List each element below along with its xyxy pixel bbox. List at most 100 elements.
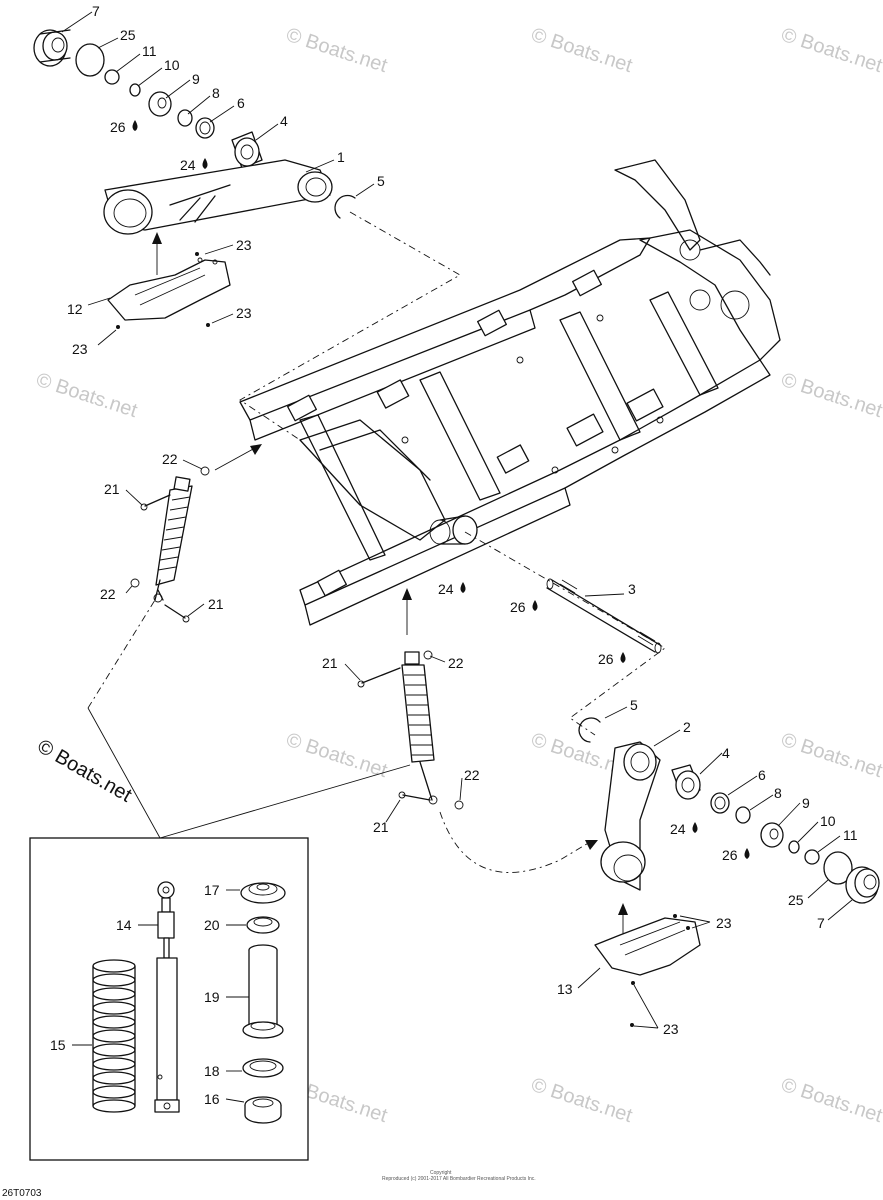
right-shock-absorber [401, 651, 438, 805]
hub-cap [33, 29, 71, 67]
flange [760, 822, 784, 848]
callout-22: 22 [464, 767, 480, 783]
callout-23: 23 [236, 237, 252, 253]
washer [129, 83, 141, 97]
bearing [671, 764, 701, 800]
swing-arm-guard [594, 917, 701, 976]
callout-15: 15 [50, 1037, 66, 1053]
circlip [334, 194, 356, 219]
callout-8: 8 [774, 785, 782, 801]
watermark: © Boats.net [778, 24, 883, 77]
callout-7: 7 [92, 3, 100, 19]
hub-cap [845, 866, 880, 904]
callout-26: 26 [598, 651, 614, 667]
shock-exploded-inset [29, 837, 309, 1161]
drop-icon [744, 848, 750, 859]
callout-7: 7 [817, 915, 825, 931]
callout-21: 21 [373, 819, 389, 835]
callout-8: 8 [212, 85, 220, 101]
spring-retainer [240, 882, 286, 904]
dust-boot [242, 944, 284, 1039]
watermark: © Boats.net [778, 1074, 883, 1127]
callout-26: 26 [110, 119, 126, 135]
callout-19: 19 [204, 989, 220, 1005]
callout-12: 12 [67, 301, 83, 317]
watermark: © Boats.net [283, 24, 390, 77]
callout-23: 23 [716, 915, 732, 931]
bearing [231, 131, 263, 169]
callout-4: 4 [280, 113, 288, 129]
callout-2: 2 [683, 719, 691, 735]
callout-24: 24 [670, 821, 686, 837]
callout-21: 21 [322, 655, 338, 671]
preload-adjuster [244, 1096, 282, 1124]
callout-3: 3 [628, 581, 636, 597]
spacer-ring [242, 1058, 284, 1078]
callout-17: 17 [204, 882, 220, 898]
nut [104, 69, 120, 85]
flange [148, 91, 172, 117]
callout-24: 24 [180, 157, 196, 173]
callout-23: 23 [663, 1021, 679, 1037]
watermark: © Boats.net [778, 369, 883, 422]
callout-23: 23 [72, 341, 88, 357]
copyright-title: Copyright [430, 1170, 452, 1176]
callout-10: 10 [164, 57, 180, 73]
callout-16: 16 [204, 1091, 220, 1107]
drop-icon [202, 158, 208, 169]
washer [788, 840, 800, 854]
coil-spring [92, 959, 136, 1113]
diagram-code: 26T0703 [2, 1188, 42, 1199]
callout-4: 4 [722, 745, 730, 761]
callout-14: 14 [116, 917, 132, 933]
circlip [578, 717, 601, 743]
drop-icon [532, 600, 538, 611]
seal [735, 806, 751, 824]
bump-stop-cup [246, 916, 280, 934]
leader-lines [61, 11, 853, 1103]
callout-labels: 7 25 11 10 9 8 6 4 1 5 26 24 23 12 23 23… [50, 3, 858, 1107]
callout-26: 26 [510, 599, 526, 615]
watermark: © Boats.net [33, 369, 140, 422]
watermark: © Boats.net [283, 729, 390, 782]
swing-arm [103, 159, 333, 235]
callout-26: 26 [722, 847, 738, 863]
callout-22: 22 [448, 655, 464, 671]
callout-9: 9 [802, 795, 810, 811]
callout-25: 25 [120, 27, 136, 43]
damper [154, 881, 180, 1113]
callout-21: 21 [104, 481, 120, 497]
callout-5: 5 [630, 697, 638, 713]
callout-24: 24 [438, 581, 454, 597]
callout-25: 25 [788, 892, 804, 908]
ring [195, 117, 215, 139]
watermark: © Boats.net [528, 1074, 635, 1127]
callout-20: 20 [204, 917, 220, 933]
upper-swing-arm-assembly [33, 29, 356, 329]
callout-22: 22 [100, 586, 116, 602]
swing-arm [600, 741, 661, 891]
callout-6: 6 [237, 95, 245, 111]
callout-13: 13 [557, 981, 573, 997]
watermark: © Boats.net [778, 729, 883, 782]
callout-11: 11 [843, 827, 858, 843]
swing-arm-guard [107, 257, 231, 321]
callout-9: 9 [192, 71, 200, 87]
drop-icon [132, 120, 138, 131]
callout-6: 6 [758, 767, 766, 783]
lower-swing-arm-assembly [578, 717, 880, 1027]
fasteners [130, 466, 464, 810]
watermark: © Boats.net [528, 24, 635, 77]
drop-icon [460, 582, 466, 593]
callout-11: 11 [142, 43, 157, 59]
drop-icon [620, 652, 626, 663]
assembly-lines [87, 211, 666, 935]
callout-18: 18 [204, 1063, 220, 1079]
o-ring [823, 851, 853, 885]
o-ring [75, 43, 105, 77]
axle-shaft [546, 578, 662, 654]
callout-21: 21 [208, 596, 224, 612]
callout-5: 5 [377, 173, 385, 189]
left-shock-absorber [153, 476, 193, 603]
